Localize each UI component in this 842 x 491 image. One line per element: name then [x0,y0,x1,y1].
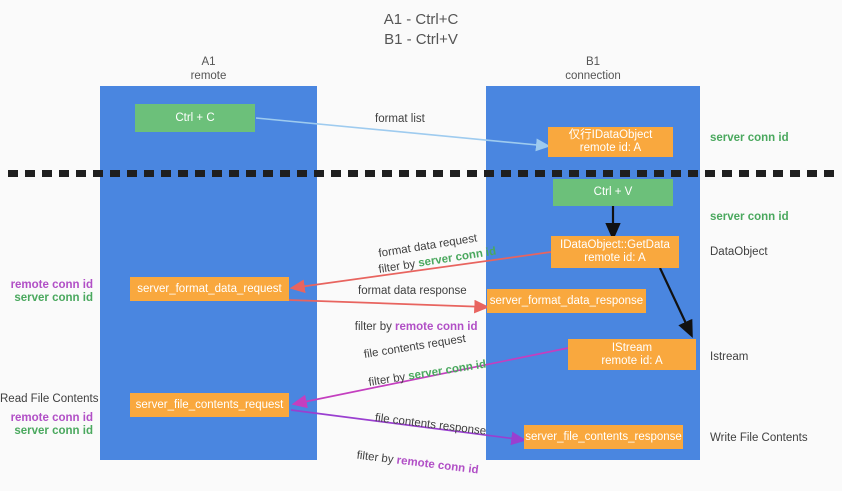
filter-by-prefix: filter by [377,257,420,276]
dashed-separator [8,170,834,177]
edge-label-file-contents-response-filter: filter by remote conn id [341,433,481,491]
annotation-server-conn-id-2: server conn id [14,425,93,437]
annotation-server-conn-id-1: server conn id [14,292,93,304]
annotation-server-conn-id-top: server conn id [710,132,789,144]
node-idataobject-getdata[interactable]: IDataObject::GetData remote id: A [551,236,679,268]
annotation-write-file-contents: Write File Contents [710,432,808,444]
node-istream[interactable]: IStream remote id: A [568,339,696,370]
annotation-istream: Istream [710,351,749,363]
server-conn-id-value: server conn id [407,358,487,383]
filter-by-prefix: filter by [354,321,396,333]
node-idataobject[interactable]: 仅行IDataObject remote id: A [548,127,673,157]
column-b1-header: B1 connection [565,56,621,82]
annotation-remote-conn-id-2: remote conn id [10,412,93,424]
annotation-server-conn-id-mid: server conn id [710,211,789,223]
remote-conn-id-value: remote conn id [395,454,480,477]
node-server-format-data-request[interactable]: server_format_data_request [130,277,289,301]
filter-by-prefix: filter by [355,449,398,467]
node-server-file-contents-request[interactable]: server_file_contents_request [130,393,289,417]
edge-label-file-contents-response: file contents response [374,412,487,438]
node-ctrl-c[interactable]: Ctrl + C [135,104,255,132]
annotation-dataobject: DataObject [710,246,768,258]
server-conn-id-value: server conn id [417,245,497,270]
column-a1-header: A1 remote [190,56,227,82]
page-title: A1 - Ctrl+C B1 - Ctrl+V [383,11,459,48]
node-server-format-data-response[interactable]: server_format_data_response [487,289,646,313]
edge-label-format-data-response: format data response [358,285,467,297]
node-server-file-contents-response[interactable]: server_file_contents_response [524,425,683,449]
node-ctrl-v[interactable]: Ctrl + V [553,179,673,206]
edge-label-format-data-response-filter: filter by remote conn id [342,306,478,348]
remote-conn-id-value: remote conn id [395,321,478,333]
annotation-read-file-contents: Read File Contents [0,393,99,405]
edge-label-format-list: format list [375,113,425,125]
annotation-remote-conn-id-1: remote conn id [10,279,93,291]
filter-by-prefix: filter by [367,370,410,389]
